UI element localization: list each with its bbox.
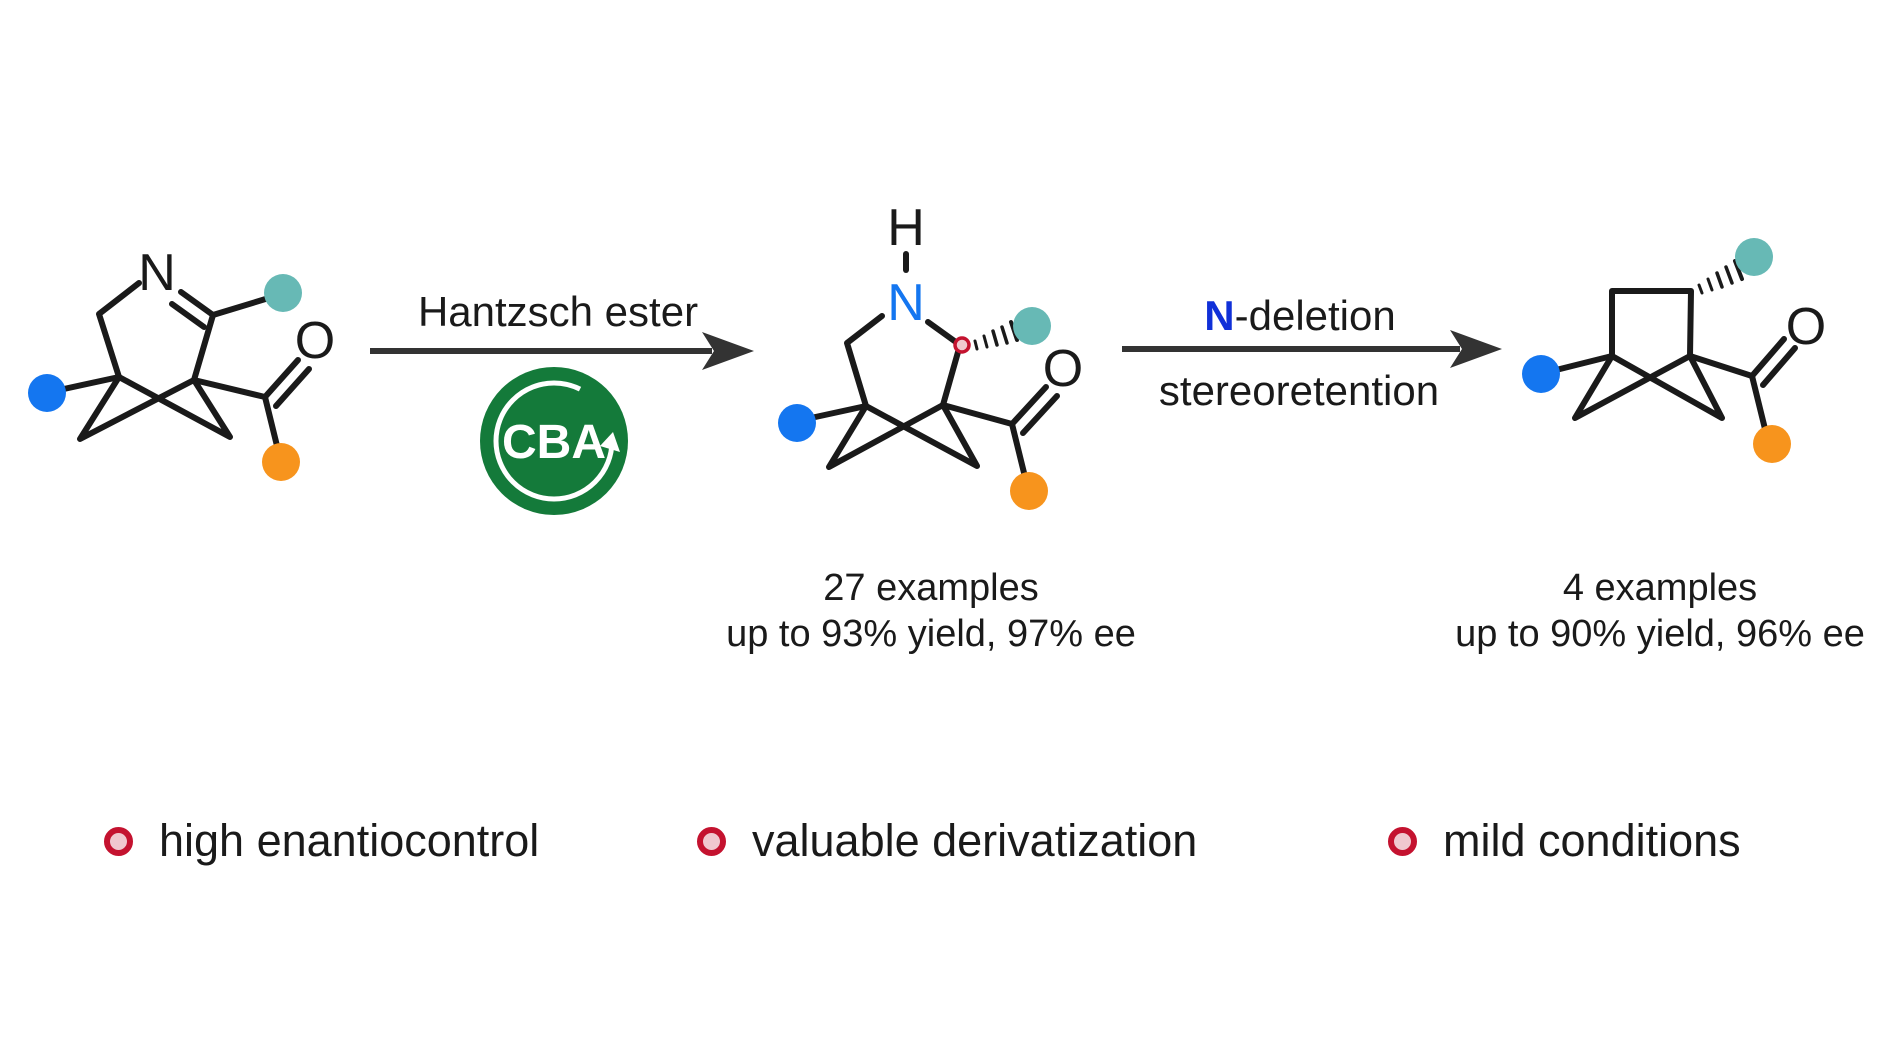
arrow-2-head [1450, 330, 1502, 368]
sm-bond-c-bridge [191, 312, 216, 383]
p2-bond-co-2 [1760, 345, 1798, 388]
p2-bond-ring [1609, 288, 1694, 359]
p1-hash-4 [1000, 325, 1009, 345]
product-1-caption: 27 examples up to 93% yield, 97% ee [711, 565, 1151, 657]
p1-orange-substituent [1010, 472, 1048, 510]
feature-item: mild conditions [1388, 815, 1741, 867]
arrow-2-n-highlight: N [1204, 292, 1234, 339]
sm-oxygen-label: O [295, 312, 335, 370]
p1-bond-co-2 [1020, 393, 1060, 436]
feature-item: valuable derivatization [697, 815, 1197, 867]
feature-label: valuable derivatization [752, 815, 1198, 866]
p1-hydrogen-label: H [887, 199, 925, 257]
product-1: H N O [778, 199, 1083, 510]
sm-orange-substituent [262, 443, 300, 481]
reaction-arrow-1: Hantzsch ester CBA [370, 288, 754, 515]
product-2-examples: 4 examples [1562, 567, 1758, 609]
p2-bicyclo-cage [1572, 353, 1725, 421]
sm-bond-co-1 [262, 357, 301, 400]
p1-bicyclo-cage [826, 402, 980, 470]
sm-teal-substituent [264, 274, 302, 312]
feature-label: mild conditions [1443, 815, 1741, 866]
sm-nitrogen-label: N [138, 244, 176, 302]
product-2-results: up to 90% yield, 96% ee [1455, 613, 1865, 655]
p2-blue-substituent [1522, 355, 1560, 393]
feature-label: high enantiocontrol [159, 815, 540, 866]
arrow-2-label: N-deletion [1204, 292, 1395, 339]
p2-teal-substituent [1735, 238, 1773, 276]
p1-hashed-wedge [973, 320, 1019, 351]
feature-item: high enantiocontrol [104, 815, 539, 867]
p1-blue-substituent [778, 404, 816, 442]
bullet-icon [104, 826, 133, 856]
product-2: O [1522, 238, 1826, 463]
p2-orange-substituent [1753, 425, 1791, 463]
sm-blue-substituent [28, 374, 66, 412]
p1-bond-co-1 [1009, 384, 1049, 427]
p1-teal-substituent [1013, 307, 1051, 345]
cba-badge-label: CBA [502, 416, 606, 469]
p2-hash-3 [1715, 271, 1724, 289]
p2-hash-2 [1706, 277, 1714, 292]
p2-oxygen-label: O [1786, 298, 1826, 356]
product-2-caption: 4 examples up to 90% yield, 96% ee [1440, 565, 1880, 657]
product-1-results: up to 93% yield, 97% ee [726, 613, 1136, 655]
sm-bond-ring [96, 280, 142, 380]
p1-bond-acyl [940, 402, 1015, 427]
p2-bond-acyl [1687, 353, 1755, 379]
p1-nitrogen-label: N [887, 274, 925, 332]
p2-hash-5 [1733, 259, 1744, 281]
bullet-icon [1388, 826, 1417, 856]
cba-catalyst-badge: CBA [480, 367, 628, 515]
feature-list: high enantiocontrol valuable derivatizat… [0, 815, 1890, 875]
bullet-icon [697, 826, 726, 856]
p2-hash-1 [1697, 283, 1704, 295]
reaction-arrow-2: N-deletion stereoretention [1122, 292, 1502, 414]
arrow-1-reagent: Hantzsch ester [418, 288, 698, 335]
p1-bond-ring-left [844, 313, 885, 409]
p2-hashed-wedge [1697, 259, 1744, 295]
product-1-examples: 27 examples [823, 567, 1039, 609]
sm-bond-cn-double-1 [178, 289, 216, 318]
sm-bond-acyl [191, 377, 268, 400]
arrow-1-head [702, 332, 754, 370]
p1-hash-1 [973, 339, 979, 351]
cba-badge-disc [480, 367, 628, 515]
p1-bond-c-bridge [940, 342, 963, 408]
arrow-2-stereoretention: stereoretention [1159, 367, 1439, 414]
sm-bond-cn-double-2 [169, 301, 207, 330]
starting-material: N O [28, 244, 335, 481]
sm-bond-co-2 [273, 366, 312, 409]
p1-hash-2 [982, 334, 989, 349]
p2-bond-co-1 [1749, 336, 1787, 379]
arrow-2-deletion: -deletion [1235, 292, 1396, 339]
p2-hash-4 [1724, 265, 1734, 285]
p1-oxygen-label: O [1043, 340, 1083, 398]
cba-badge-arrowhead [600, 432, 620, 452]
p1-stereocenter-marker [953, 336, 971, 354]
p1-hash-3 [991, 329, 999, 347]
